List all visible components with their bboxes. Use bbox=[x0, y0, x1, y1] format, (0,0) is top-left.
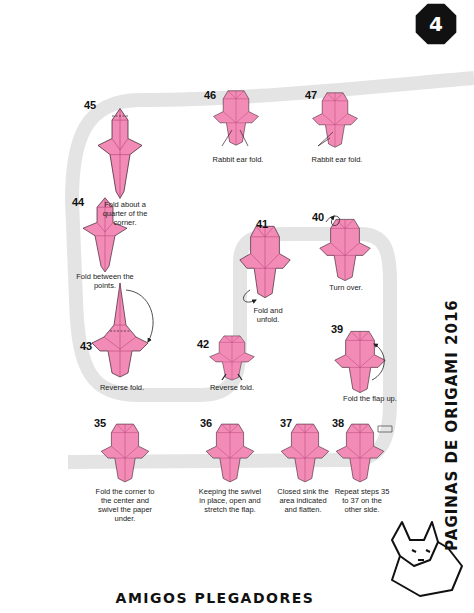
step-caption: Fold between the points. bbox=[75, 272, 135, 290]
footer-title: AMIGOS PLEGADORES bbox=[65, 590, 365, 606]
flow-band bbox=[68, 78, 474, 462]
step-number: 37 bbox=[276, 417, 296, 429]
step-caption: Keeping the swivel in place, open and st… bbox=[197, 487, 263, 514]
step-caption: Reverse fold. bbox=[82, 383, 162, 392]
step-caption: Rabbit ear fold. bbox=[297, 155, 377, 164]
step-caption: Rabbit ear fold. bbox=[198, 155, 278, 164]
step-number: 45 bbox=[80, 99, 100, 111]
step-caption: Fold about a quarter of the corner. bbox=[94, 200, 156, 227]
page-number: 4 bbox=[414, 2, 458, 46]
step-number: 40 bbox=[308, 211, 328, 223]
step-figure bbox=[336, 424, 384, 482]
step-number: 47 bbox=[301, 89, 321, 101]
step-figure bbox=[101, 424, 149, 482]
repeat-symbol bbox=[378, 426, 392, 432]
step-caption: Fold the flap up. bbox=[341, 394, 399, 403]
fold-arrow bbox=[243, 290, 256, 302]
fold-arrow bbox=[222, 374, 242, 380]
step-number: 38 bbox=[328, 417, 348, 429]
fold-line bbox=[318, 132, 333, 146]
step-number: 36 bbox=[196, 417, 216, 429]
step-number: 44 bbox=[68, 196, 88, 208]
step-caption: Fold and unfold. bbox=[246, 306, 290, 324]
step-caption: Fold the corner to the center and swivel… bbox=[92, 487, 158, 523]
step-figure bbox=[92, 283, 148, 377]
step-figure bbox=[281, 424, 329, 482]
fold-line bbox=[112, 116, 128, 117]
fold-arrow bbox=[372, 344, 384, 380]
step-number: 46 bbox=[200, 89, 220, 101]
turn-over-arrow bbox=[326, 216, 340, 226]
fold-line bbox=[222, 130, 248, 146]
step-caption: Turn over. bbox=[306, 283, 386, 292]
step-figure bbox=[206, 424, 254, 482]
step-number: 42 bbox=[193, 338, 213, 350]
step-number: 39 bbox=[327, 323, 347, 335]
step-figure bbox=[98, 109, 142, 199]
step-figure bbox=[320, 219, 370, 280]
fold-arrow bbox=[126, 290, 153, 342]
step-number: 41 bbox=[252, 218, 272, 230]
step-figure bbox=[214, 91, 259, 145]
step-number: 43 bbox=[76, 340, 96, 352]
step-figure bbox=[313, 93, 358, 147]
step-caption: Reverse fold. bbox=[192, 383, 272, 392]
step-figure bbox=[210, 336, 255, 380]
step-caption: Closed sink the area indicated and flatt… bbox=[275, 487, 331, 514]
page-badge: 4 bbox=[414, 2, 458, 46]
step-figure bbox=[335, 331, 385, 392]
step-figure bbox=[240, 226, 290, 297]
step-caption: Repeat steps 35 to 37 on the other side. bbox=[334, 487, 390, 514]
step-number: 35 bbox=[90, 417, 110, 429]
side-title: PAGINAS DE ORIGAMI 2016 bbox=[443, 299, 461, 551]
